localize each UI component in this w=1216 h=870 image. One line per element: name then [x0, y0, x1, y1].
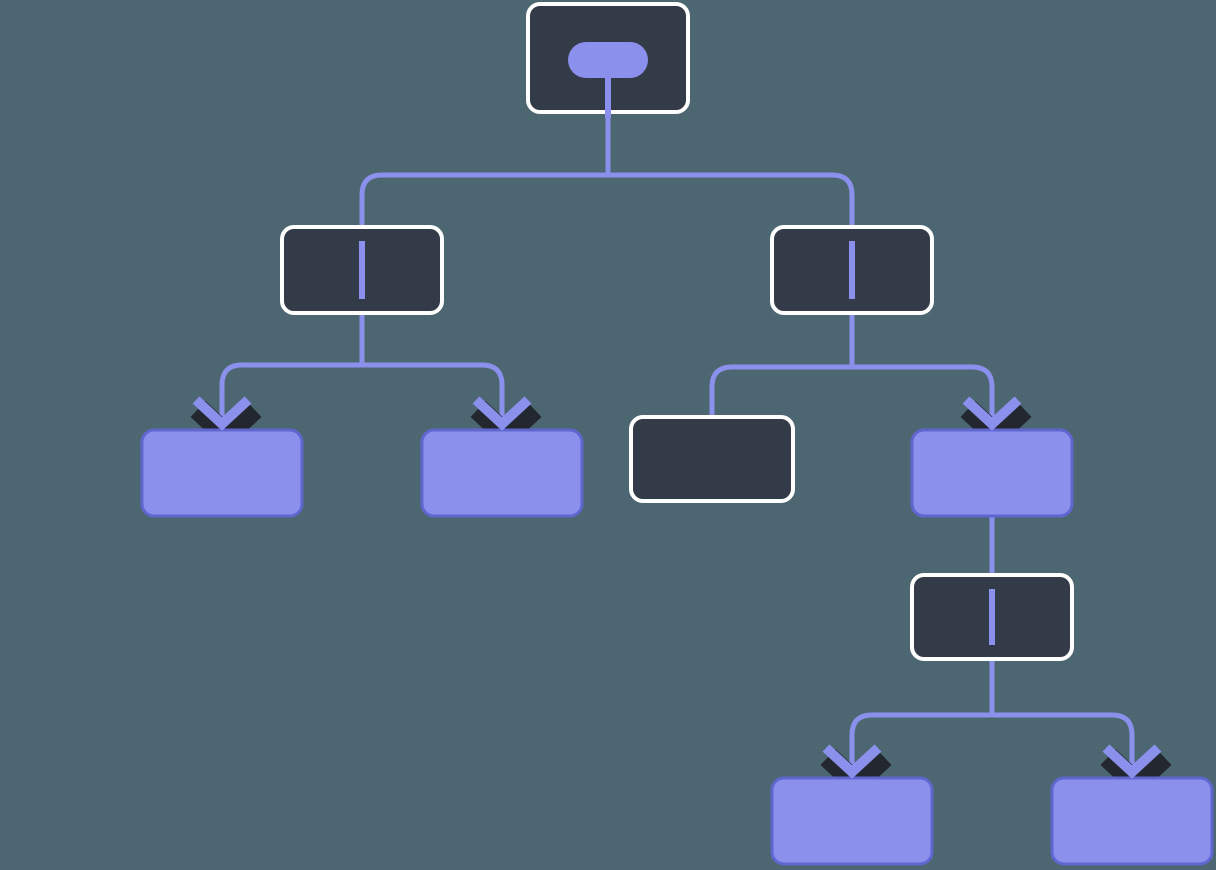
edge-n-left-to-n-leaf-2 — [359, 313, 505, 434]
arrowheads-purple-layer — [192, 396, 1162, 779]
node-body[interactable] — [420, 428, 584, 518]
node-n-right[interactable] — [770, 225, 934, 315]
nodes-layer — [140, 2, 1214, 866]
node-caret-icon — [989, 589, 995, 645]
arrowhead-purple-icon — [822, 744, 882, 779]
edge-root-to-n-right — [605, 112, 855, 300]
edge-n-dark-4-to-n-leaf-3 — [849, 659, 995, 782]
node-body[interactable] — [629, 415, 795, 503]
node-body[interactable] — [770, 776, 934, 866]
node-n-leaf-1[interactable] — [140, 428, 304, 518]
edge-n-right-to-n-dark-3 — [709, 313, 855, 418]
node-caret-icon — [849, 241, 855, 299]
node-n-leaf-3[interactable] — [770, 776, 934, 866]
edges-layer — [219, 112, 1135, 782]
node-body[interactable] — [910, 428, 1074, 518]
edge-root-to-n-left — [359, 112, 611, 300]
edge-n-left-to-n-leaf-1 — [219, 313, 365, 434]
node-root[interactable] — [526, 2, 690, 118]
node-n-leaf-4[interactable] — [1050, 776, 1214, 866]
node-caret-icon — [359, 241, 365, 299]
arrowhead-purple-icon — [192, 396, 252, 431]
arrowhead-purple-icon — [962, 396, 1022, 431]
node-pill-stem-icon — [605, 76, 611, 118]
node-n-dark-4[interactable] — [910, 573, 1074, 661]
node-body[interactable] — [140, 428, 304, 518]
node-pill-icon — [568, 42, 648, 78]
edge-n-dark-4-to-n-leaf-4 — [989, 659, 1135, 782]
node-body[interactable] — [1050, 776, 1214, 866]
arrowhead-purple-icon — [1102, 744, 1162, 779]
node-n-left[interactable] — [280, 225, 444, 315]
arrowhead-purple-icon — [472, 396, 532, 431]
edge-n-right-to-n-branch — [849, 313, 995, 434]
node-n-leaf-2[interactable] — [420, 428, 584, 518]
node-n-dark-3[interactable] — [629, 415, 795, 503]
node-n-branch[interactable] — [910, 428, 1074, 518]
